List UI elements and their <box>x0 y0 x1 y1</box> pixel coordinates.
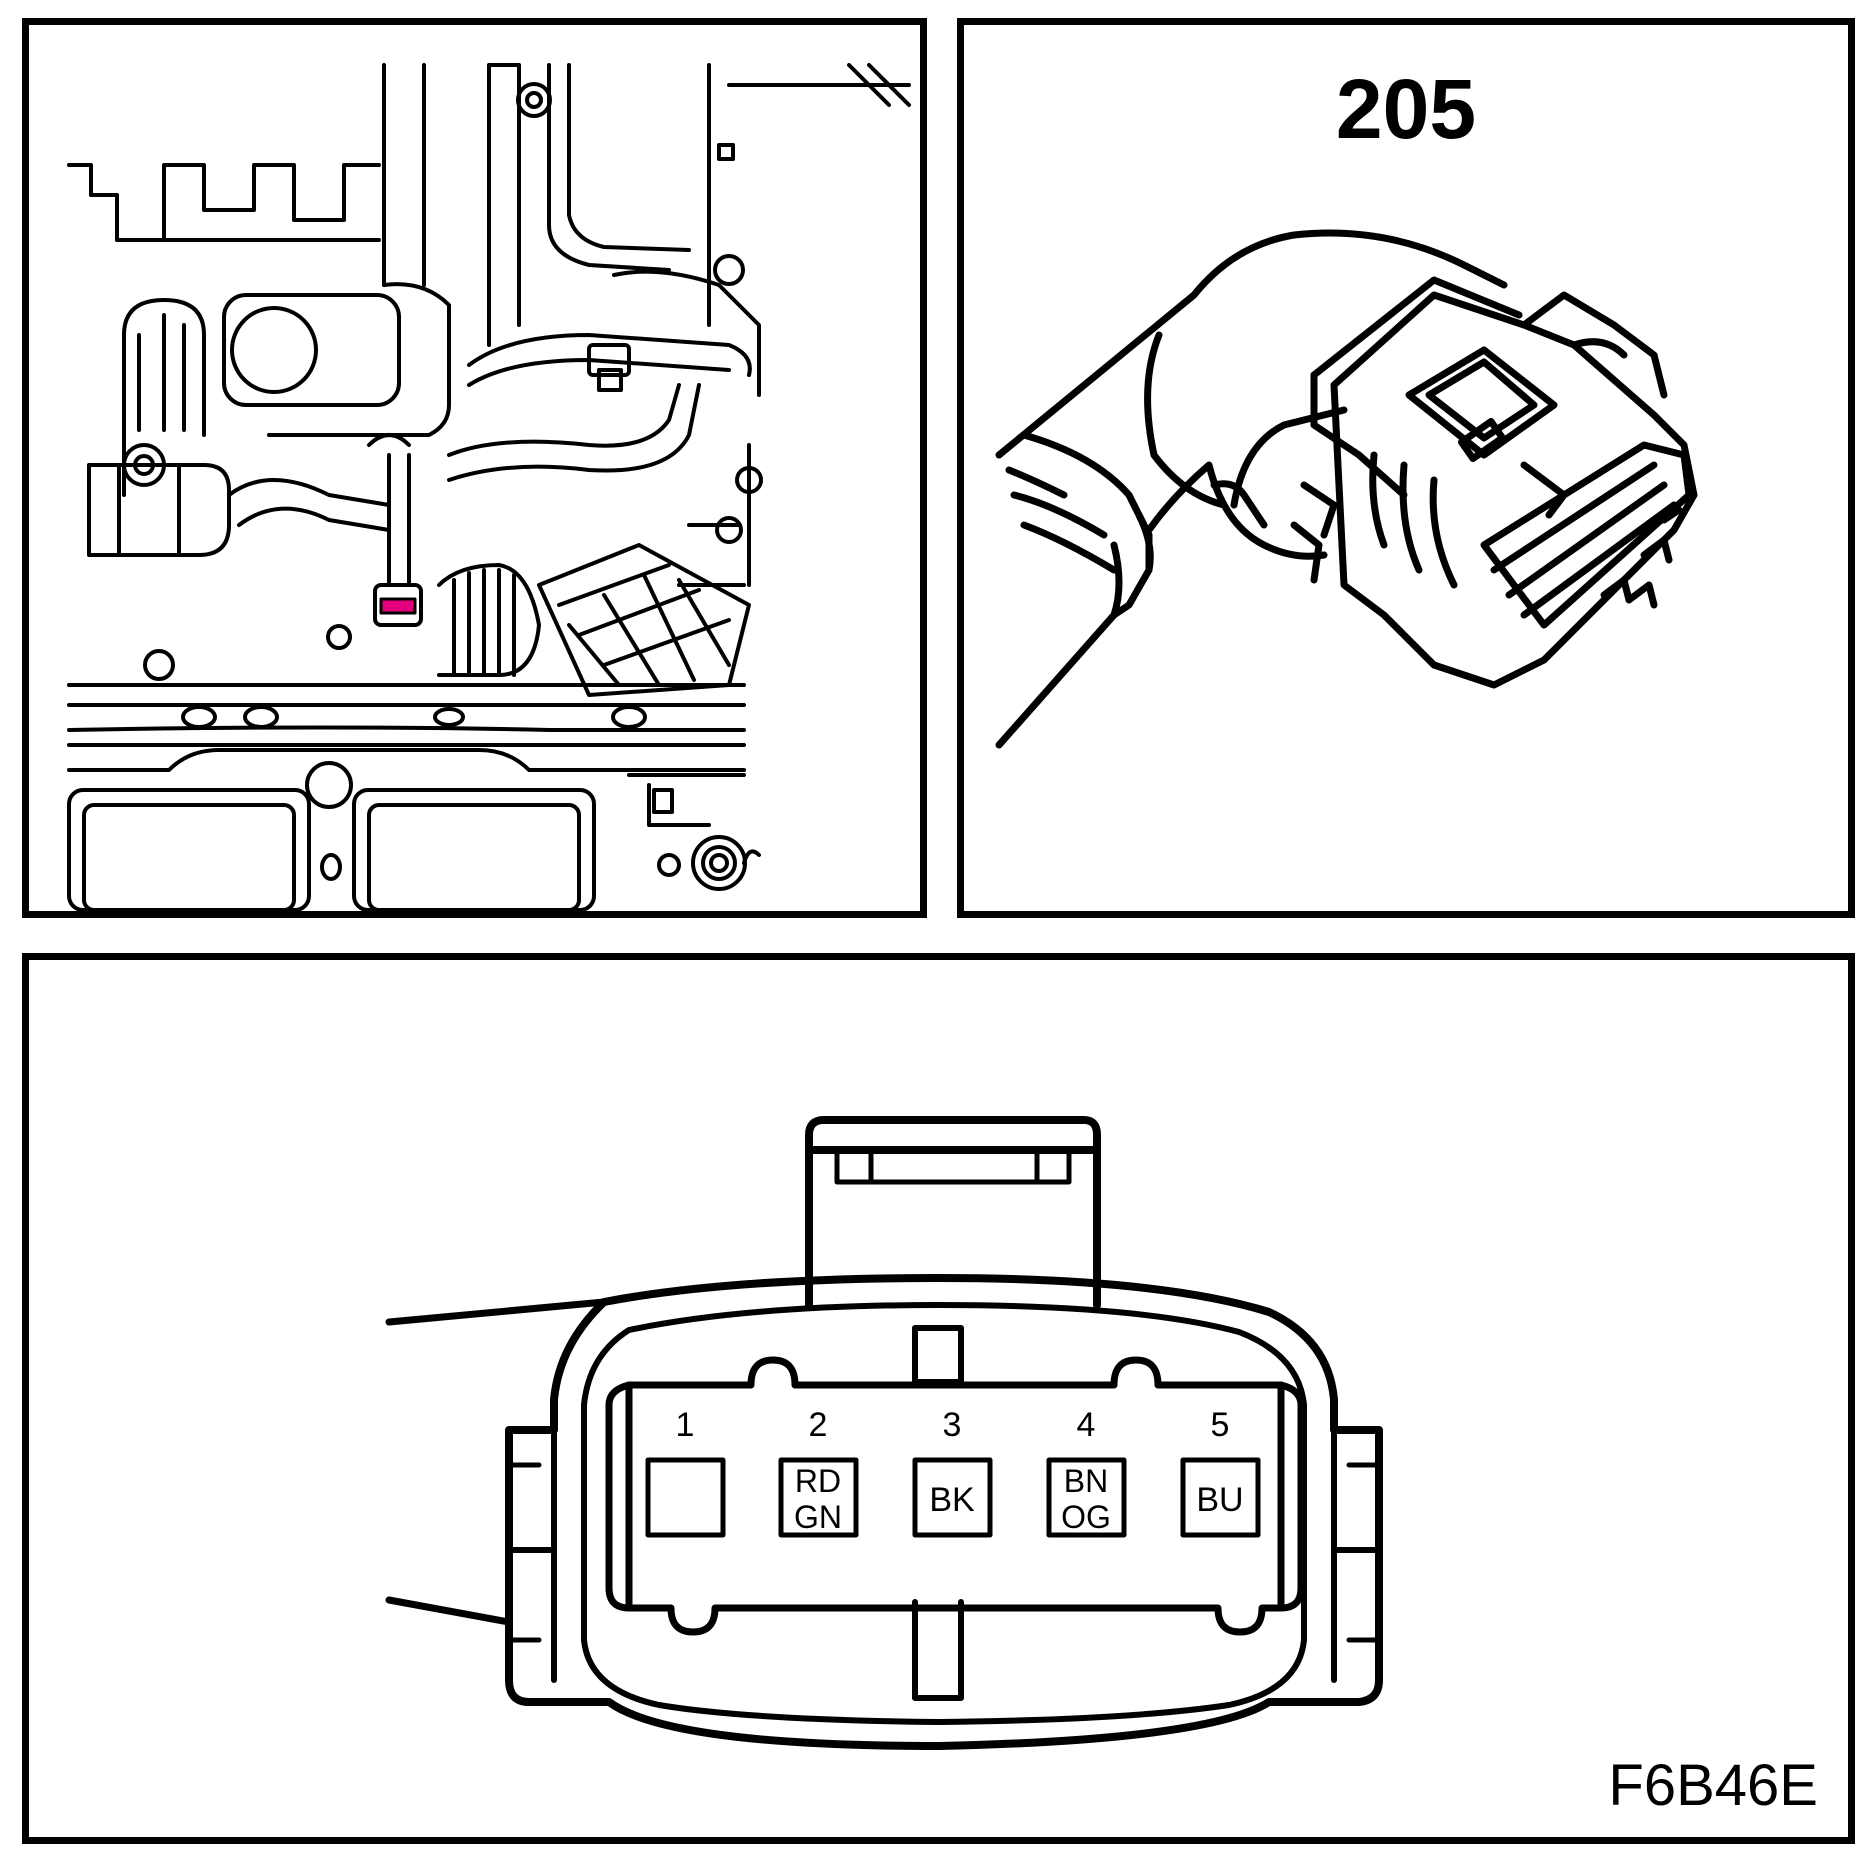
pin-2-cavity <box>778 1457 859 1538</box>
pin-5-number: 5 <box>1211 1406 1230 1444</box>
engine-bay-panel <box>22 18 927 918</box>
pin-3-wire-color: BK <box>929 1481 975 1519</box>
engine-bay-illustration <box>67 63 911 911</box>
hand-connector-illustration <box>995 229 1698 749</box>
pin-2-wire-color-1: RD <box>795 1463 841 1499</box>
pin-4-wire-color-2: OG <box>1061 1499 1111 1535</box>
pin-4-number: 4 <box>1077 1406 1096 1444</box>
pin-3-number: 3 <box>943 1406 962 1444</box>
connector-face-drawing: 1 2 3 4 5 RD GN BK BN OG BU <box>385 1116 1383 1750</box>
connector-view-panel: 205 <box>957 18 1855 918</box>
pin-1-cavity <box>645 1457 726 1538</box>
pin-4-cavity <box>1046 1457 1127 1538</box>
pinout-panel: 1 2 3 4 5 RD GN BK BN OG BU F6B46E <box>22 953 1855 1844</box>
pin-3-cavity <box>912 1457 993 1538</box>
pin-2-number: 2 <box>809 1406 828 1444</box>
pin-1-number: 1 <box>676 1406 695 1444</box>
pin-5-wire-color: BU <box>1196 1481 1243 1519</box>
pin-4-wire-color-1: BN <box>1064 1463 1108 1499</box>
pin-5-cavity <box>1180 1457 1261 1538</box>
connector-number: 205 <box>1335 62 1477 156</box>
pin-2-wire-color-2: GN <box>794 1499 842 1535</box>
figure-code: F6B46E <box>1608 1753 1818 1818</box>
